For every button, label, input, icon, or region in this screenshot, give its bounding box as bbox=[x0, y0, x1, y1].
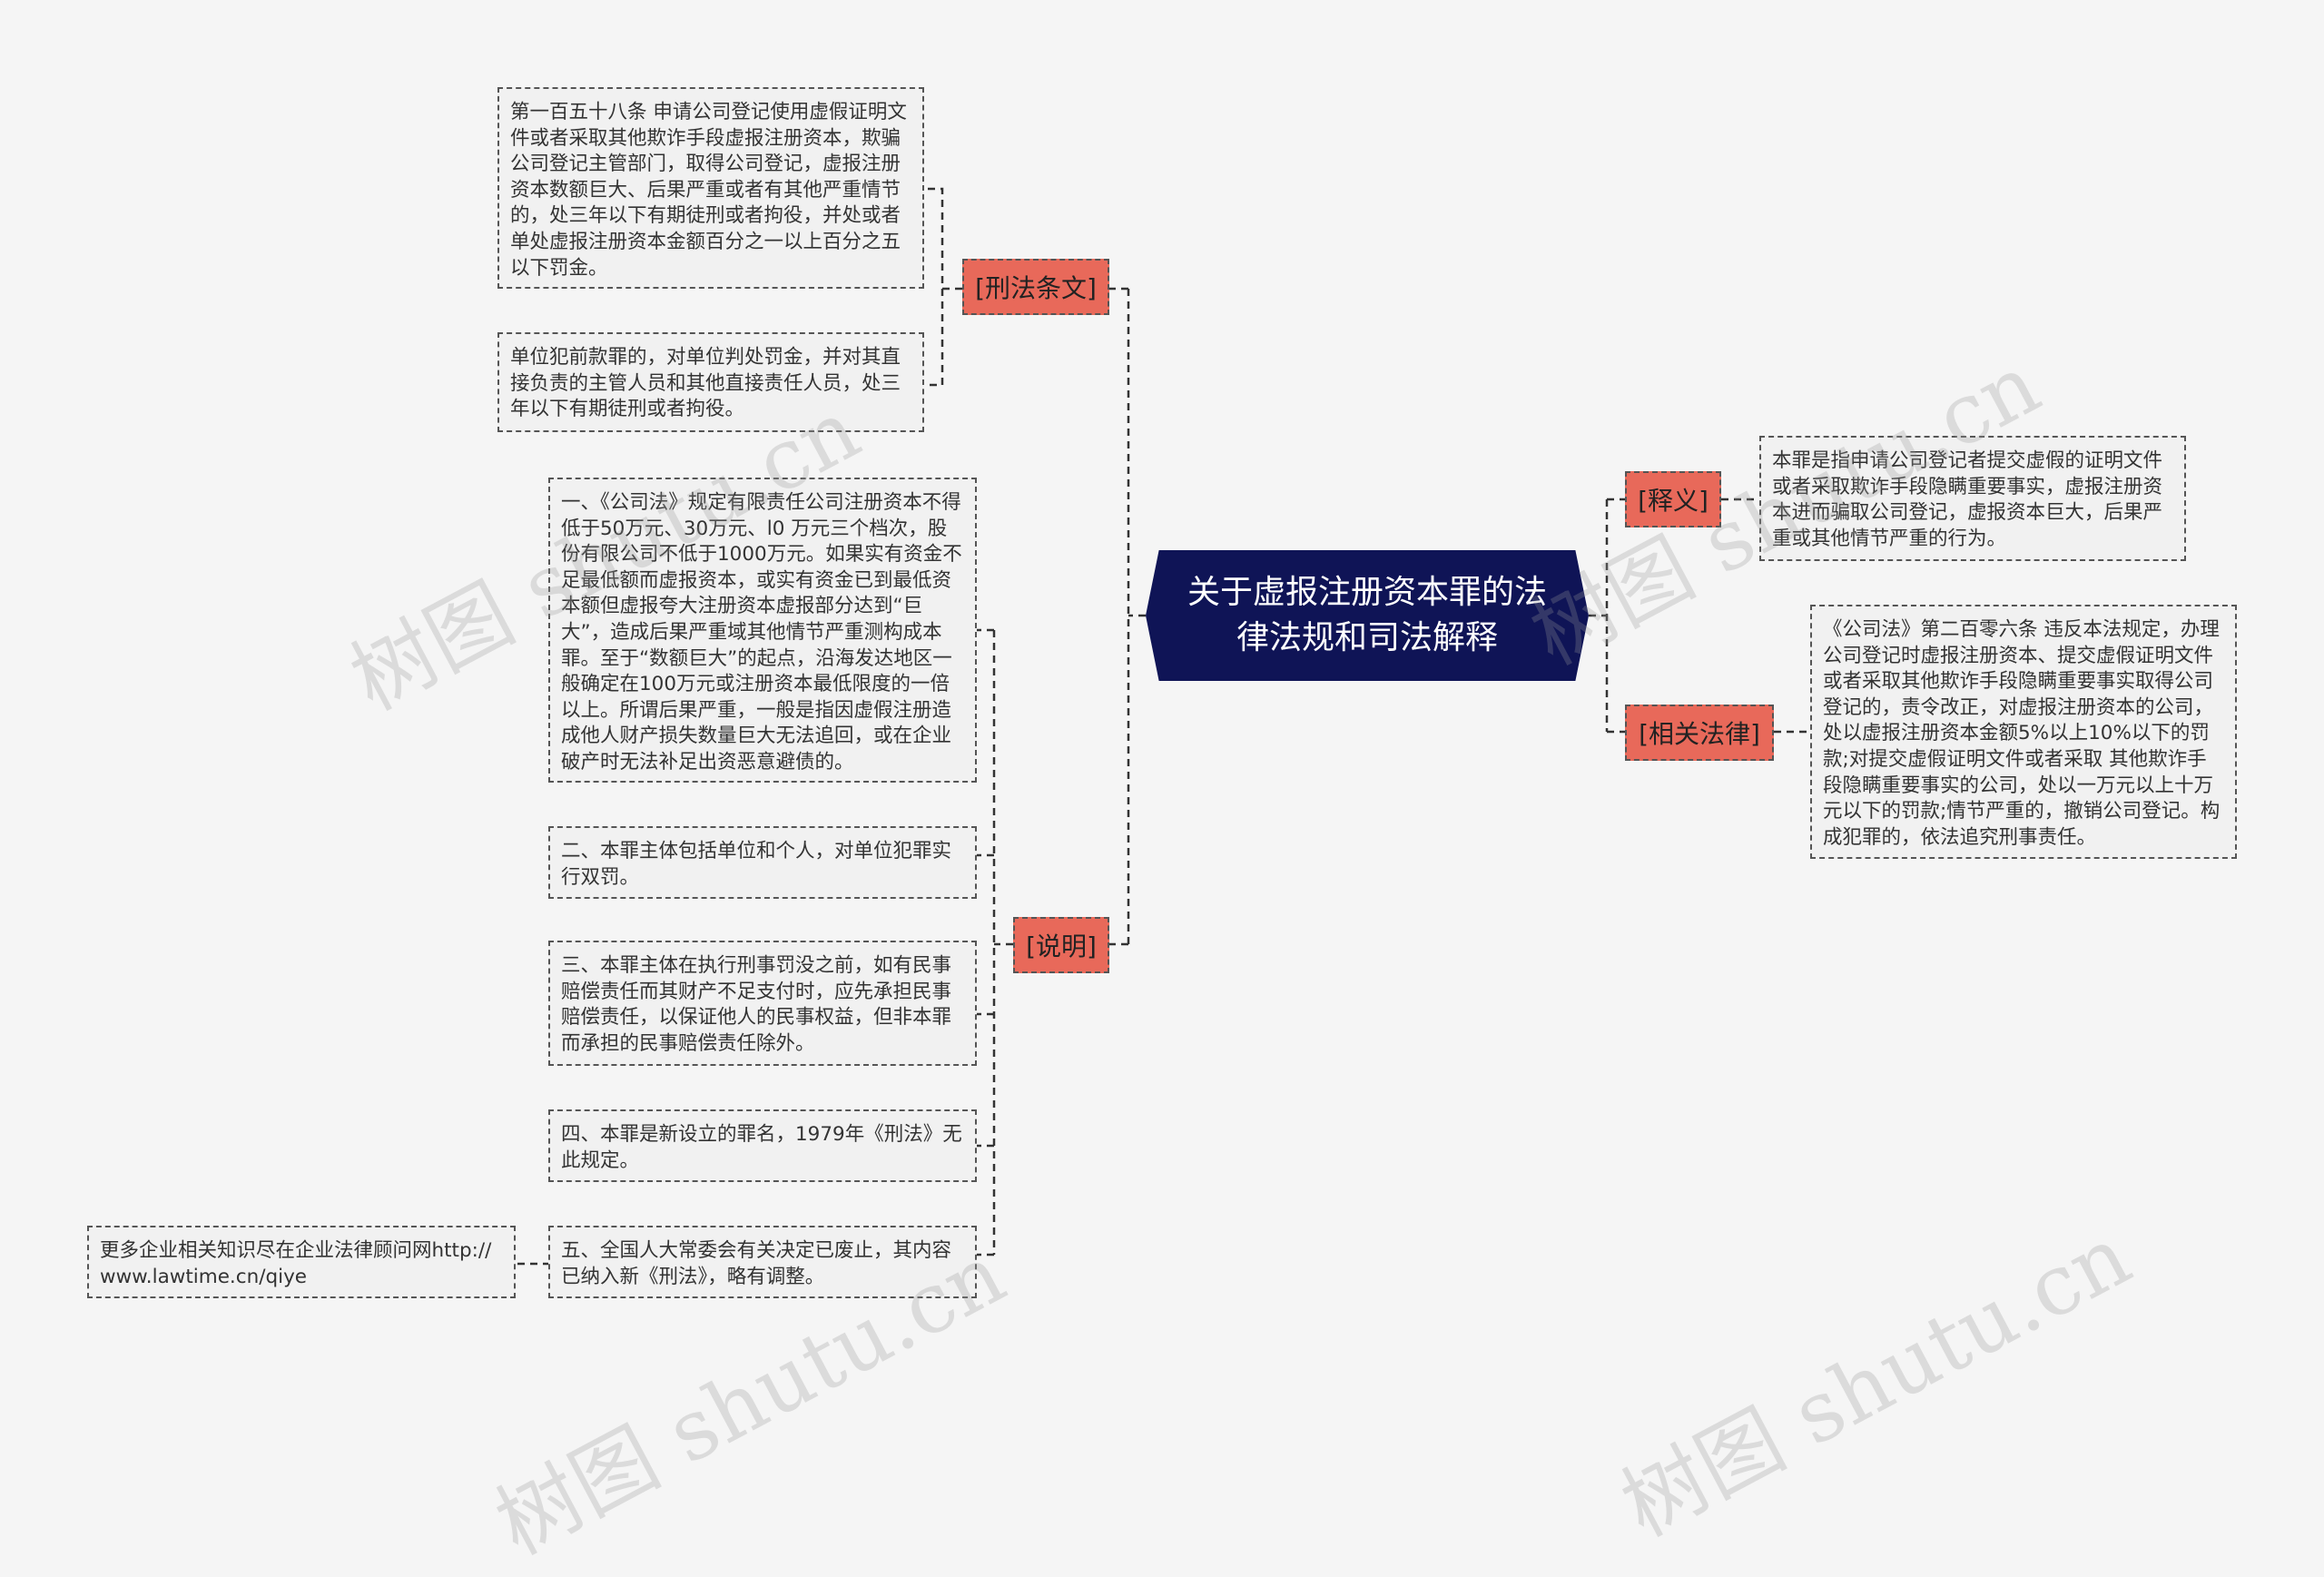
leaf-xingfa-unit-crime[interactable]: 单位犯前款罪的，对单位判处罚金，并对其直接负责的主管人员和其他直接责任人员，处三… bbox=[497, 332, 924, 432]
leaf-xingfa-article-158[interactable]: 第一百五十八条 申请公司登记使用虚假证明文件或者采取其他欺诈手段虚报注册资本，欺… bbox=[497, 87, 924, 289]
leaf-shuoming-5[interactable]: 五、全国人大常委会有关决定已废止，其内容已纳入新《刑法》，略有调整。 bbox=[548, 1226, 977, 1298]
leaf-shuoming-3[interactable]: 三、本罪主体在执行刑事罚没之前，如有民事赔偿责任而其财产不足支付时，应先承担民事… bbox=[548, 941, 977, 1066]
branch-xingfa-tiaowen[interactable]: [刑法条文] bbox=[962, 259, 1109, 315]
leaf-shiyi-definition[interactable]: 本罪是指申请公司登记者提交虚假的证明文件或者采取欺诈手段隐瞒重要事实，虚报注册资… bbox=[1759, 436, 2186, 561]
leaf-shuoming-2[interactable]: 二、本罪主体包括单位和个人，对单位犯罪实行双罚。 bbox=[548, 826, 977, 899]
branch-xiangguan-falv[interactable]: [相关法律] bbox=[1625, 705, 1774, 761]
branch-shuoming[interactable]: [说明] bbox=[1013, 917, 1109, 973]
leaf-shuoming-1[interactable]: 一、《公司法》规定有限责任公司注册资本不得低于50万元、30万元、l0 万元三个… bbox=[548, 478, 977, 783]
leaf-more-link[interactable]: 更多企业相关知识尽在企业法律顾问网http://www.lawtime.cn/q… bbox=[87, 1226, 516, 1298]
leaf-gongsifa-article-206[interactable]: 《公司法》第二百零六条 违反本法规定，办理公司登记时虚报注册资本、提交虚假证明文… bbox=[1810, 605, 2237, 859]
root-topic[interactable]: 关于虚报注册资本罪的法律法规和司法解释 bbox=[1146, 550, 1589, 681]
leaf-shuoming-4[interactable]: 四、本罪是新设立的罪名，1979年《刑法》无此规定。 bbox=[548, 1109, 977, 1182]
branch-shiyi[interactable]: [释义] bbox=[1625, 471, 1721, 527]
connector-lines bbox=[516, 187, 1810, 1266]
